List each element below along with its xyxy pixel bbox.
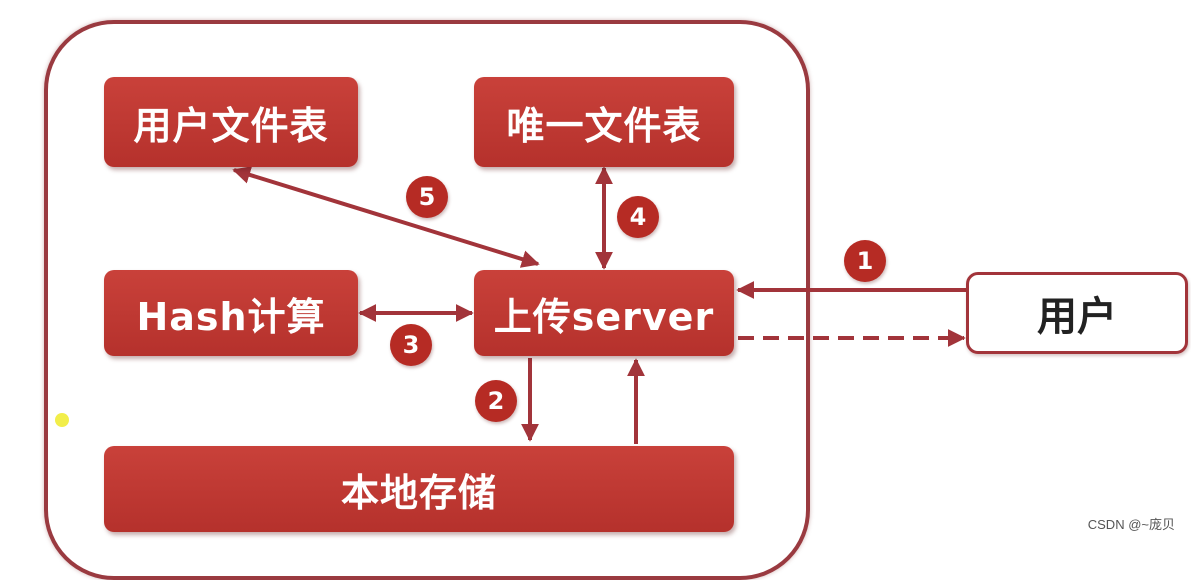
local-storage-box: 本地存储 [104,446,734,532]
step-2-badge: 2 [475,380,517,422]
watermark: CSDN @~庞贝 [1087,517,1175,532]
step-5-badge: 5 [406,176,448,218]
step-4-badge: 4 [617,196,659,238]
hash-calc-box: Hash计算 [104,270,358,356]
user-file-table-box: 用户文件表 [104,77,358,167]
upload-server-box: 上传server [474,270,734,356]
arrow-user-file-table-upload-server [232,166,540,268]
step-3-badge: 3 [390,324,432,366]
unique-file-table-box: 唯一文件表 [474,77,734,167]
user-box: 用户 [966,272,1188,354]
connector-arrows [232,166,966,444]
yellow-dot [55,413,69,427]
step-1-badge: 1 [844,240,886,282]
